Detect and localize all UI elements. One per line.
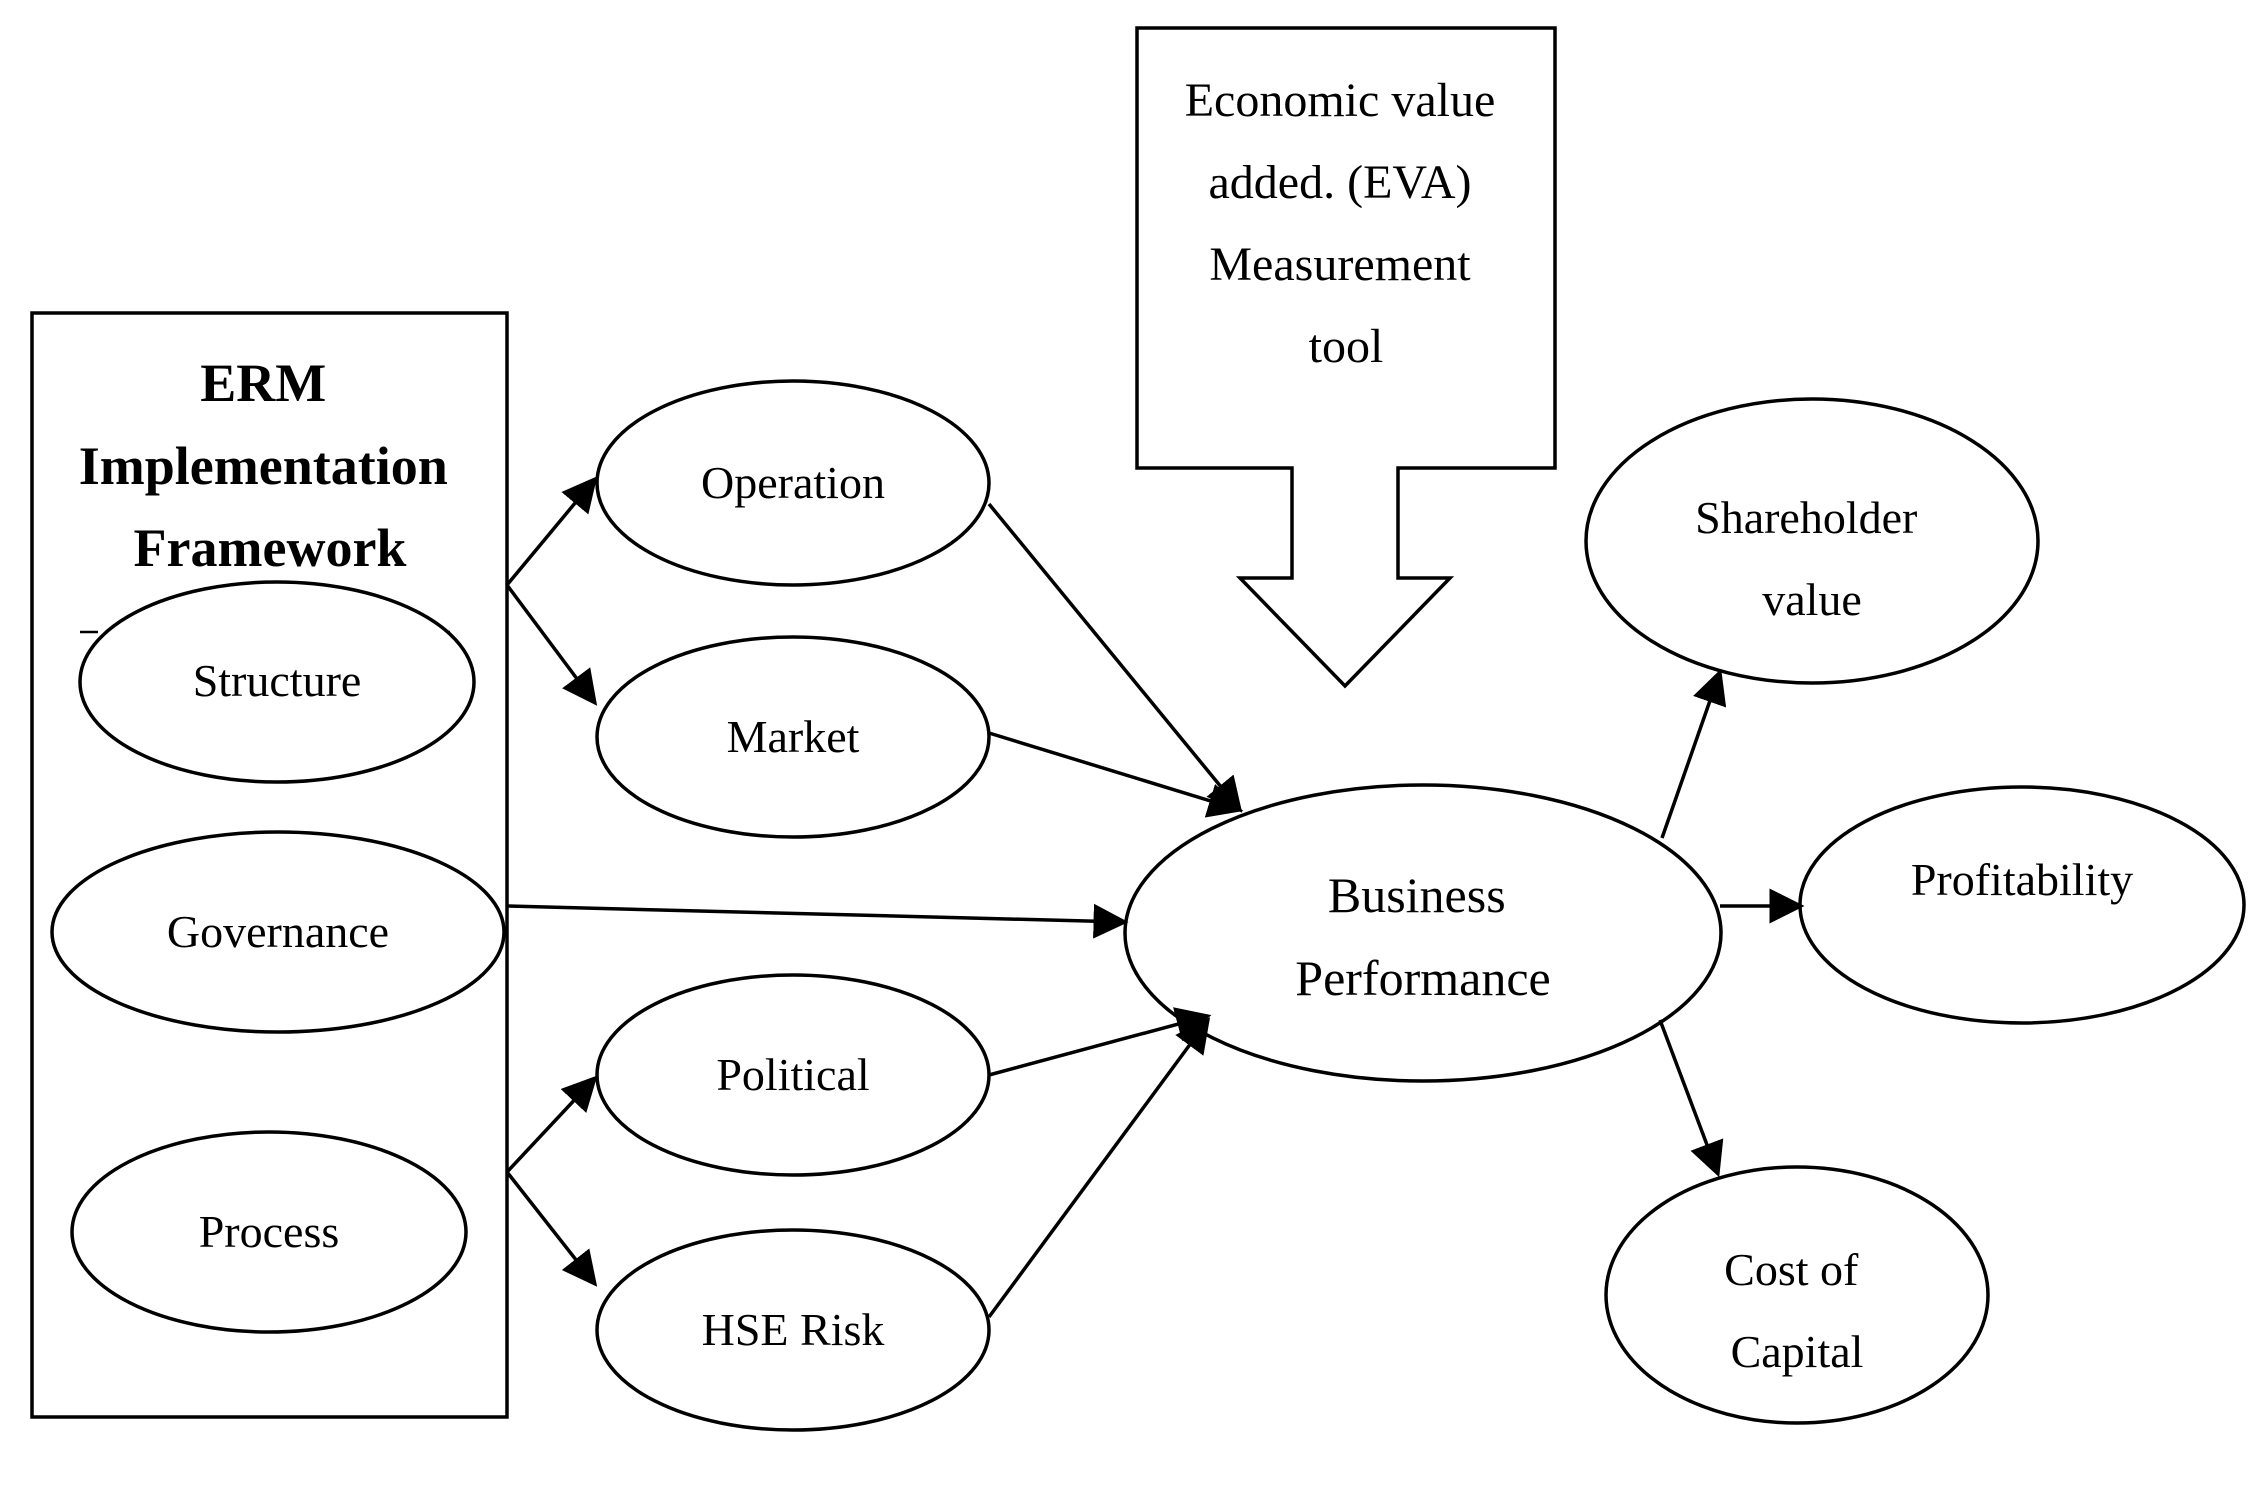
profitability-label: Profitability (1911, 854, 2133, 905)
eva-line-3: Measurement (1209, 238, 1471, 291)
eva-callout: Economic value added. (EVA) Measurement … (1135, 26, 1557, 689)
shareholder-line-2: value (1762, 574, 1862, 625)
operation-node: Operation (595, 379, 991, 587)
svg-text:Business Performance: Business Performance (1295, 867, 1550, 1006)
arrow-political-to-performance (988, 1007, 1212, 1077)
arrow-hse-to-performance (987, 1017, 1211, 1319)
governance-label: Governance (167, 906, 389, 957)
market-node: Market (595, 635, 991, 839)
operation-label: Operation (701, 457, 885, 508)
cost-of-capital-node: Cost of Capital (1604, 1165, 1990, 1425)
process-label: Process (199, 1206, 340, 1257)
structure-node: Structure (78, 580, 476, 784)
arrow-performance-to-cost (1658, 1019, 1724, 1178)
arrow-operation-to-performance (987, 502, 1243, 813)
cost-line-1: Cost of (1724, 1244, 1859, 1295)
eva-line-4: tool (1309, 320, 1384, 373)
profitability-node: Profitability (1798, 785, 2246, 1025)
arrow-performance-to-shareholder (1660, 668, 1727, 839)
eva-line-1: Economic value (1185, 74, 1496, 127)
performance-line-2: Performance (1295, 950, 1550, 1006)
shareholder-line-1: Shareholder (1695, 492, 1917, 543)
erm-title-line-2: Implementation (79, 436, 448, 496)
hse-risk-node: HSE Risk (595, 1228, 991, 1432)
svg-text:Shareholder value: Shareholder value (1695, 492, 1929, 625)
svg-text:Cost of Capital: Cost of Capital (1724, 1244, 1870, 1377)
arrow-market-to-performance (988, 731, 1244, 818)
shareholder-value-node: Shareholder value (1584, 397, 2040, 685)
performance-line-1: Business (1328, 867, 1506, 923)
arrow-governance-to-performance (506, 903, 1129, 939)
political-node: Political (595, 973, 991, 1177)
arrow-framework-to-operation (505, 476, 598, 587)
arrow-framework-to-political (505, 1075, 598, 1174)
eva-arrow-shape (1135, 26, 1557, 689)
cost-line-2: Capital (1731, 1326, 1864, 1377)
hse-risk-label: HSE Risk (702, 1304, 885, 1355)
erm-framework-title: ERM Implementation Framework (79, 353, 461, 578)
arrow-framework-to-market (505, 583, 598, 706)
eva-line-2: added. (EVA) (1208, 156, 1471, 209)
governance-node: Governance (50, 830, 506, 1034)
process-node: Process (70, 1130, 468, 1334)
structure-label: Structure (193, 655, 362, 706)
arrow-framework-to-hse (505, 1170, 598, 1287)
business-performance-node: Business Performance (1123, 783, 1723, 1083)
political-label: Political (716, 1049, 869, 1100)
eva-callout-text: Economic value added. (EVA) Measurement … (1185, 74, 1508, 373)
erm-title-line-1: ERM (200, 353, 326, 413)
erm-title-line-3: Framework (134, 518, 407, 578)
market-label: Market (727, 711, 860, 762)
